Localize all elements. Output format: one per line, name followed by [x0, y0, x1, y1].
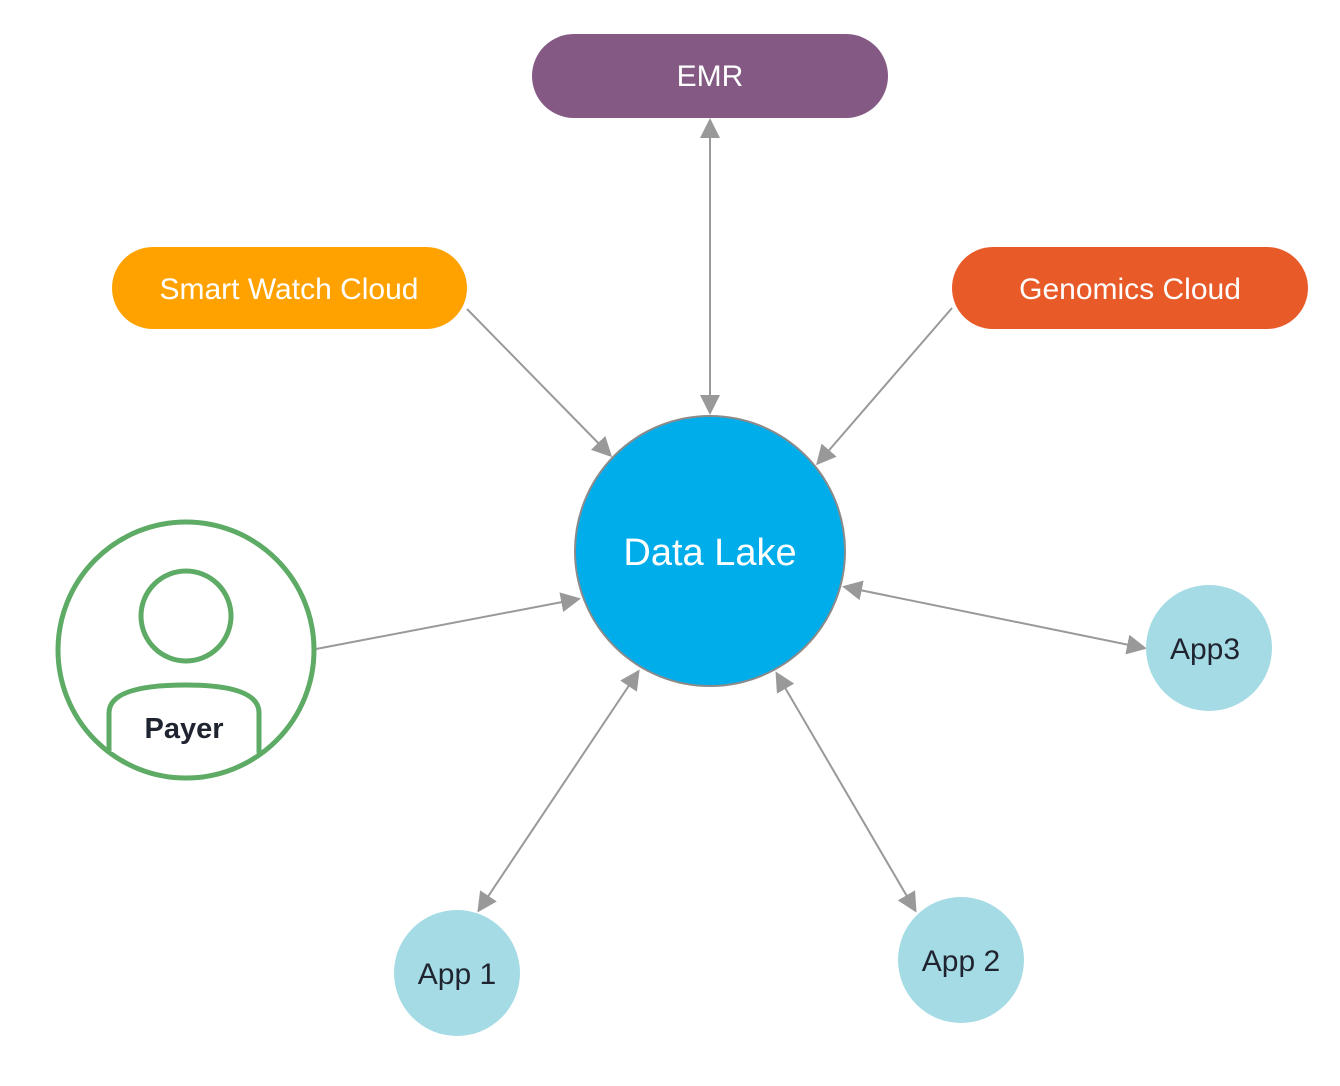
data-lake-label: Data Lake — [623, 532, 796, 574]
data-lake-circle — [574, 415, 846, 687]
smart-watch-cloud-node[interactable]: Smart Watch Cloud — [112, 247, 467, 329]
emr-label: EMR — [677, 60, 744, 93]
app-2-node[interactable]: App 2 — [898, 897, 1024, 1023]
connector-genomics-data-lake — [816, 307, 953, 466]
app-3-node[interactable]: App3 — [1146, 585, 1272, 711]
connector-data-lake-app1 — [477, 669, 640, 913]
app-1-node[interactable]: App 1 — [394, 910, 520, 1036]
person-body-icon — [106, 682, 262, 755]
payer-label: Payer — [144, 713, 223, 745]
app-1-label: App 1 — [418, 958, 496, 991]
app-3-label: App3 — [1170, 633, 1240, 666]
genomics-cloud-label: Genomics Cloud — [1019, 273, 1241, 306]
genomics-cloud-node[interactable]: Genomics Cloud — [952, 247, 1308, 329]
person-head-icon — [138, 568, 234, 664]
genomics-cloud-pill — [952, 247, 1308, 329]
app-1-circle — [394, 910, 520, 1036]
app-2-label: App 2 — [922, 945, 1000, 978]
connectors — [315, 118, 1147, 913]
app-2-circle — [898, 897, 1024, 1023]
connector-payer-data-lake — [315, 592, 581, 650]
connector-smart-watch-data-lake — [466, 308, 613, 458]
app-3-circle — [1146, 585, 1272, 711]
smart-watch-cloud-label: Smart Watch Cloud — [160, 273, 419, 306]
emr-pill — [532, 34, 888, 118]
emr-node[interactable]: EMR — [532, 34, 888, 118]
data-lake-node[interactable]: Data Lake — [574, 415, 846, 687]
payer-node[interactable]: Payer — [55, 519, 317, 781]
connector-data-lake-app2 — [775, 671, 917, 913]
smart-watch-cloud-pill — [112, 247, 467, 329]
connector-data-lake-app3 — [842, 580, 1147, 655]
